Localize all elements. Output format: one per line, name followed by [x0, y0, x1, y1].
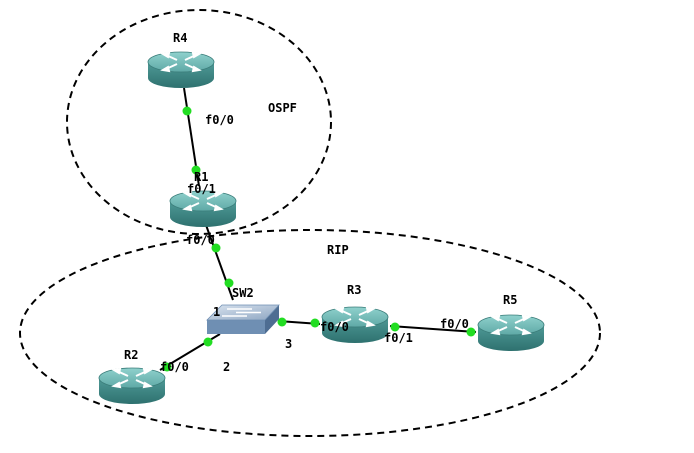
rip-label: RIP	[327, 243, 349, 257]
ospf-label: OSPF	[268, 101, 297, 115]
interface-label-r1-f00: f0/0	[186, 233, 215, 247]
switch-icon	[206, 304, 280, 334]
device-label-r3: R3	[347, 283, 361, 297]
device-label-sw2: SW2	[232, 286, 254, 300]
port-dot	[191, 165, 201, 175]
device-label-r2: R2	[124, 348, 138, 362]
device-label-r4: R4	[173, 31, 187, 45]
router-r2[interactable]	[98, 367, 166, 405]
port-dot	[277, 317, 287, 327]
port-dot	[310, 318, 320, 328]
port-label-sw2-3: 3	[285, 337, 292, 351]
router-r5[interactable]	[477, 314, 545, 352]
link-r3-r5	[389, 325, 477, 333]
interface-label-r5-f00: f0/0	[440, 317, 469, 331]
link-r1-sw2	[205, 224, 234, 301]
router-r1[interactable]	[169, 190, 237, 228]
port-dot	[224, 278, 234, 288]
router-icon	[169, 190, 237, 228]
router-r4[interactable]	[147, 51, 215, 89]
switch-sw2[interactable]	[206, 304, 280, 334]
port-dot	[466, 327, 476, 337]
port-dot	[390, 322, 400, 332]
port-dot	[162, 362, 172, 372]
port-status-dots	[162, 106, 476, 372]
interface-label-r2-f00: f0/0	[160, 360, 189, 374]
port-dot	[211, 243, 221, 253]
port-dot	[203, 337, 213, 347]
interface-label-r3-f00: f0/0	[320, 320, 349, 334]
port-dot	[182, 106, 192, 116]
interface-label-r3-f01: f0/1	[384, 331, 413, 345]
router-icon	[477, 314, 545, 352]
device-label-r5: R5	[503, 293, 517, 307]
rip-zone	[19, 229, 601, 437]
interface-label-r1-f01: f0/1	[187, 182, 216, 196]
interface-label-r4-f00: f0/0	[205, 113, 234, 127]
port-label-sw2-2: 2	[223, 360, 230, 374]
device-label-r1: R1	[194, 170, 208, 184]
router-icon	[98, 367, 166, 405]
ospf-zone	[66, 9, 332, 235]
router-icon	[147, 51, 215, 89]
port-label-sw2-1: 1	[213, 305, 220, 319]
